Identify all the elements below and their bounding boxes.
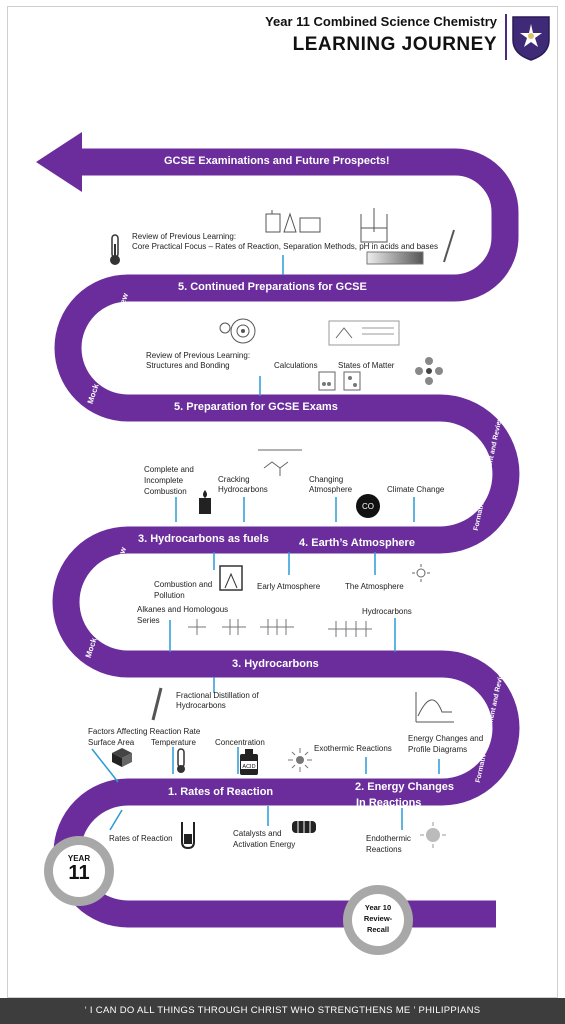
label-cracking-2: Hydrocarbons [218, 485, 268, 494]
label-review-struct-2: Structures and Bonding [146, 361, 230, 370]
label-calculations: Calculations [274, 361, 318, 370]
structure-diagram-icon [328, 320, 400, 346]
label-review-struct-1: Review of Previous Learning: [146, 351, 251, 360]
year-10-line2: Review- [363, 914, 393, 923]
course-title: Year 11 Combined Science Chemistry [265, 14, 497, 29]
label-rates-of-reaction: Rates of Reaction [109, 834, 173, 843]
header-divider [505, 14, 507, 60]
school-crest-icon [512, 16, 550, 61]
band-energy-line2: In Reactions [356, 797, 422, 809]
label-early-atmosphere: Early Atmosphere [257, 582, 321, 591]
label-alkanes-1: Alkanes and Homologous [137, 605, 229, 614]
label-climate-change: Climate Change [387, 485, 445, 494]
label-cracking-1: Cracking [218, 475, 250, 484]
label-catalysts-1: Catalysts and [233, 829, 282, 838]
year-10-badge-inner: Year 10 Review- Recall [352, 894, 404, 946]
label-endothermic-1: Endothermic [366, 834, 411, 843]
band-gcse-exams: GCSE Examinations and Future Prospects! [164, 155, 390, 167]
label-endothermic-2: Reactions [366, 845, 402, 854]
hydrocarbon-chain-icon [328, 621, 372, 637]
sun-icon [412, 564, 430, 582]
states-of-matter-icon [415, 357, 443, 385]
beaker-icon [360, 208, 388, 243]
label-complete-combustion-1: Complete and [144, 465, 194, 474]
label-exothermic: Exothermic Reactions [314, 744, 392, 753]
catalytic-converter-icon [292, 821, 316, 833]
ph-scale-icon [366, 251, 424, 265]
label-concentration: Concentration [215, 738, 265, 747]
thermometer-icon [110, 234, 120, 265]
arrowhead [36, 132, 82, 192]
label-changing-2: Atmosphere [309, 485, 353, 494]
page-title: LEARNING JOURNEY [292, 34, 497, 55]
label-fractional-1: Fractional Distillation of [176, 691, 259, 700]
acid-text: ACID [242, 764, 255, 770]
band-atmosphere: 4. Earth’s Atmosphere [299, 537, 415, 549]
year-11-badge-inner: YEAR 11 [53, 845, 105, 897]
label-states-of-matter: States of Matter [338, 361, 395, 370]
power-station-icon [219, 565, 243, 591]
label-complete-combustion-2: Incomplete [144, 476, 184, 485]
atom-structure-icon [219, 318, 256, 344]
band-hydrocarbons-fuels: 3. Hydrocarbons as fuels [138, 533, 269, 545]
cracking-molecule-icon [258, 449, 302, 476]
exothermic-icon [288, 748, 312, 772]
co2-text: CO [362, 502, 374, 511]
test-tube-icon [181, 822, 195, 850]
label-review-core-1: Review of Previous Learning: [132, 232, 237, 241]
label-hydrocarbons: Hydrocarbons [362, 607, 412, 616]
label-review-core-2: Core Practical Focus – Rates of Reaction… [132, 242, 438, 251]
year-word: YEAR [67, 854, 91, 863]
footer-quote: ‘ I CAN DO ALL THINGS THROUGH CHRIST WHO… [0, 998, 565, 1024]
year-number: 11 [68, 862, 90, 884]
label-combustion-pollution-2: Pollution [154, 591, 185, 600]
band-energy-line1: 2. Energy Changes [355, 781, 455, 793]
label-combustion-pollution-1: Combustion and [154, 580, 213, 589]
fractionating-column-icon [151, 687, 163, 721]
band-prep-gcse: 5. Preparation for GCSE Exams [174, 401, 338, 413]
label-complete-combustion-3: Combustion [144, 487, 187, 496]
label-alkanes-2: Series [137, 616, 160, 625]
pointer-lines [91, 255, 440, 831]
label-factors-2: Surface Area [88, 738, 135, 747]
label-changing-1: Changing [309, 475, 344, 484]
cubes-icon [112, 748, 132, 767]
band-continued-prep: 5. Continued Preparations for GCSE [178, 281, 367, 293]
band-rates: 1. Rates of Reaction [168, 786, 274, 798]
energy-profile-icon [415, 692, 454, 723]
acid-bottle-icon: ACID [240, 749, 258, 775]
label-energy-profile-1: Energy Changes and [408, 734, 484, 743]
candle-icon [199, 490, 211, 514]
label-catalysts-2: Activation Energy [233, 840, 296, 849]
co2-icon: CO [356, 494, 380, 518]
alkane-structures-icon [188, 619, 294, 635]
label-energy-profile-2: Profile Diagrams [408, 745, 468, 754]
lab-apparatus-icon [265, 210, 321, 233]
label-the-atmosphere: The Atmosphere [345, 582, 404, 591]
label-fractional-2: Hydrocarbons [176, 701, 226, 710]
year-10-line3: Recall [366, 925, 390, 934]
thermometer-small-icon [177, 748, 185, 773]
band-hydrocarbons: 3. Hydrocarbons [232, 658, 319, 670]
year-10-line1: Year 10 [364, 903, 392, 912]
endothermic-icon [420, 822, 446, 848]
label-temperature: Temperature [151, 738, 196, 747]
label-factors-1: Factors Affecting Reaction Rate [88, 727, 201, 736]
particles-icon [318, 371, 361, 391]
pipette-icon [443, 229, 455, 263]
